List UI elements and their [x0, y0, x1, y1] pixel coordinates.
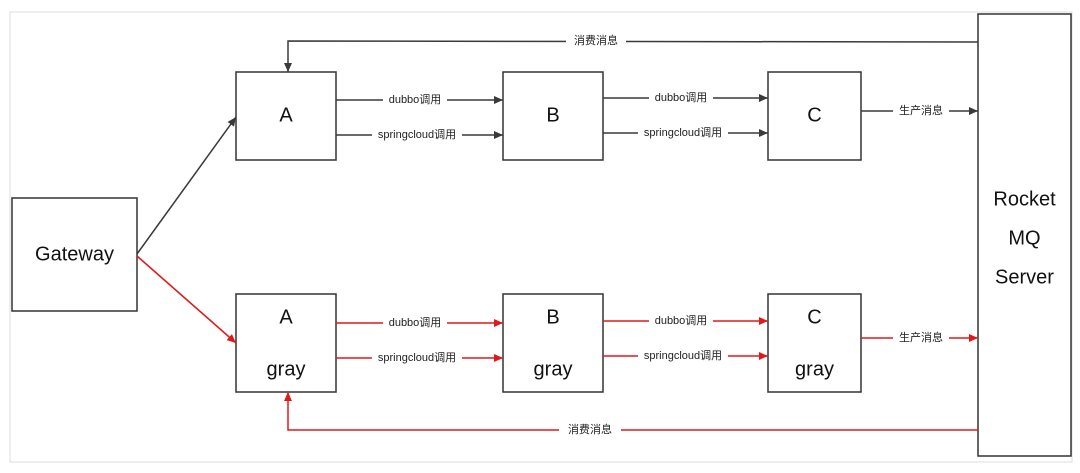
service-b-label: B [546, 104, 559, 126]
service-b-gray-node: B gray [502, 293, 604, 393]
service-c-node: C [767, 71, 862, 161]
service-a-gray-tag: gray [267, 358, 306, 380]
consume-label-normal: 消费消息 [574, 33, 618, 47]
a-to-b-dubbo-label: dubbo调用 [389, 93, 442, 106]
gateway-node: Gateway [11, 197, 138, 312]
rocketmq-label-line1: Rocket [993, 188, 1056, 210]
rocketmq-label-line3: Server [995, 266, 1054, 288]
service-c-gray-name: C [807, 306, 821, 328]
service-a-gray-name: A [279, 306, 293, 328]
rocketmq-server-node: Rocket MQ Server [977, 13, 1072, 457]
produce-label-gray: 生产消息 [899, 330, 943, 344]
rocketmq-label-line2: MQ [1008, 227, 1040, 249]
b-gray-to-c-gray-dubbo-label: dubbo调用 [655, 314, 708, 327]
consume-label-gray: 消费消息 [568, 422, 612, 436]
service-a-label: A [279, 104, 293, 126]
b-to-c-springcloud-label: springcloud调用 [644, 126, 722, 139]
service-a-node: A [235, 71, 337, 161]
service-b-node: B [502, 71, 604, 161]
b-to-c-dubbo-label: dubbo调用 [655, 91, 708, 104]
produce-label-normal: 生产消息 [899, 103, 943, 117]
a-gray-to-b-gray-dubbo-label: dubbo调用 [389, 316, 442, 329]
service-c-gray-tag: gray [795, 358, 834, 380]
gateway-to-a-gray-arrow [136, 255, 237, 344]
gateway-label: Gateway [35, 243, 114, 265]
consume-arrow-normal [284, 40, 979, 72]
consume-arrow-gray [284, 392, 978, 431]
diagram-frame [9, 11, 1073, 463]
service-c-label: C [807, 104, 821, 126]
service-b-gray-tag: gray [534, 358, 573, 380]
a-gray-to-b-gray-springcloud-label: springcloud调用 [378, 351, 456, 364]
service-b-gray-name: B [546, 306, 559, 328]
a-to-b-springcloud-label: springcloud调用 [378, 128, 456, 141]
gateway-to-a-arrow [136, 116, 237, 255]
service-a-gray-node: A gray [235, 293, 337, 393]
service-c-gray-node: C gray [767, 293, 862, 393]
b-gray-to-c-gray-springcloud-label: springcloud调用 [644, 349, 722, 362]
